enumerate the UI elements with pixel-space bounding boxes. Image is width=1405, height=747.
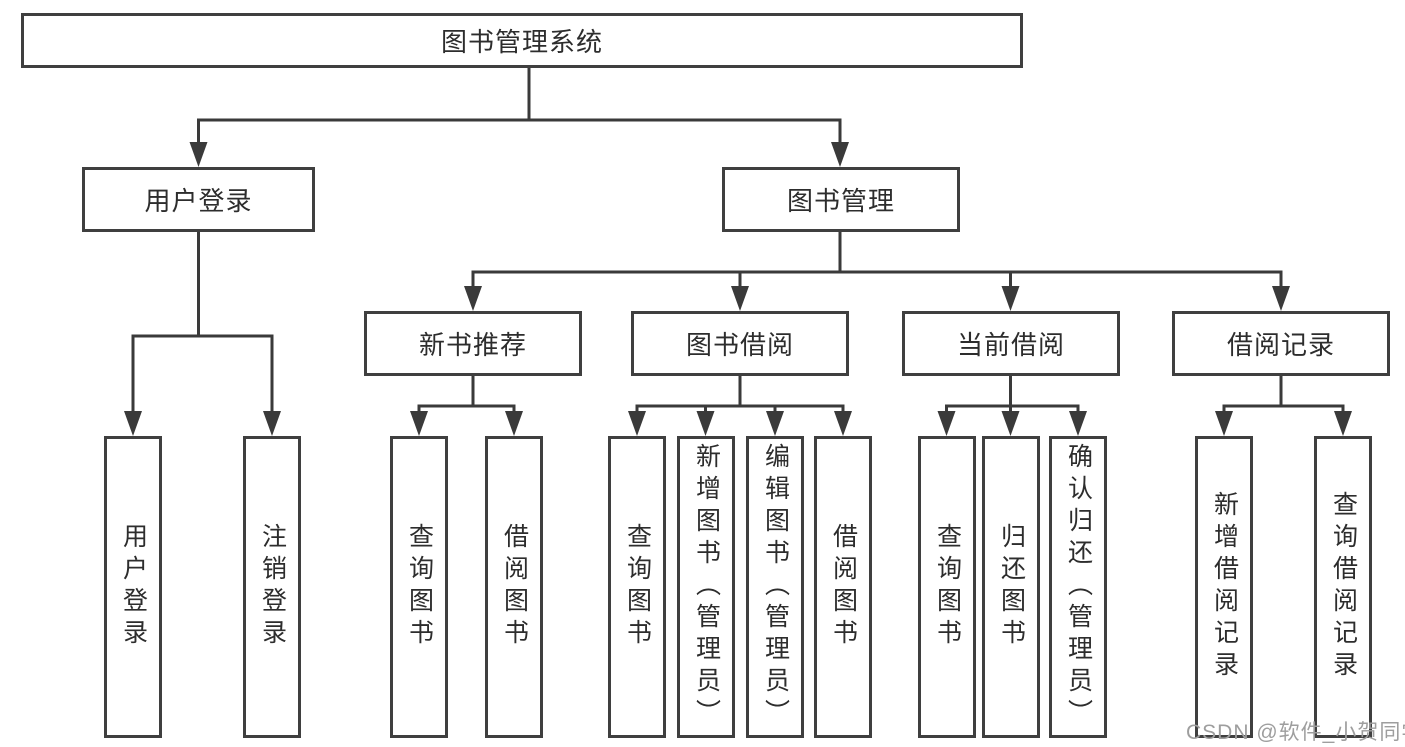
leaf-label: 查询图书: [405, 523, 434, 651]
leaf-query-books-current: 查询图书: [918, 436, 976, 738]
leaf-add-borrow-record: 新增借阅记录: [1195, 436, 1253, 738]
arrow-down-icon: [696, 411, 715, 436]
arrow-down-icon: [189, 142, 208, 167]
leaf-label: 编辑图书（管理员）: [761, 443, 790, 731]
leaf-return-books: 归还图书: [982, 436, 1040, 738]
arrow-down-icon: [628, 411, 646, 436]
arrow-down-icon: [1272, 286, 1290, 311]
arrow-down-icon: [464, 286, 482, 311]
leaf-edit-book-admin: 编辑图书（管理员）: [746, 436, 804, 738]
leaf-logout-login: 注销登录: [243, 436, 301, 738]
node-user-login: 用户登录: [82, 167, 315, 232]
connector-userlogin-branch: [131, 334, 274, 418]
arrow-down-icon: [1215, 411, 1233, 436]
leaf-label: 归还图书: [997, 523, 1026, 651]
leaf-borrow-books-borrow: 借阅图书: [814, 436, 872, 738]
leaf-label: 查询借阅记录: [1329, 491, 1358, 683]
leaf-add-book-admin: 新增图书（管理员）: [677, 436, 735, 738]
leaf-confirm-return-admin: 确认归还（管理员）: [1049, 436, 1107, 738]
leaf-label: 借阅图书: [500, 523, 529, 651]
arrow-down-icon: [937, 411, 956, 436]
arrow-down-icon: [766, 411, 784, 436]
leaf-user-login: 用户登录: [104, 436, 162, 738]
leaf-query-borrow-record: 查询借阅记录: [1314, 436, 1372, 738]
arrow-down-icon: [1334, 411, 1352, 436]
leaf-borrow-books-recommend: 借阅图书: [485, 436, 543, 738]
arrow-down-icon: [834, 411, 852, 436]
leaf-label: 注销登录: [258, 523, 287, 651]
connector-level3-branch: [471, 270, 1283, 292]
leaf-query-books-recommend: 查询图书: [390, 436, 448, 738]
arrow-down-icon: [505, 411, 523, 436]
node-new-book-recommend: 新书推荐: [364, 311, 582, 376]
leaf-label: 确认归还（管理员）: [1064, 443, 1093, 731]
arrow-down-icon: [263, 411, 281, 436]
node-current-borrow: 当前借阅: [902, 311, 1120, 376]
leaf-label: 借阅图书: [829, 523, 858, 651]
arrow-down-icon: [1069, 411, 1087, 436]
arrow-down-icon: [1001, 286, 1020, 311]
arrow-down-icon: [831, 142, 849, 167]
leaf-label: 用户登录: [119, 523, 148, 651]
arrowhead-icons: [124, 142, 1352, 436]
arrow-down-icon: [1001, 411, 1020, 436]
leaf-label: 查询图书: [623, 523, 652, 651]
leaf-label: 新增图书（管理员）: [692, 443, 721, 731]
node-book-management: 图书管理: [722, 167, 960, 232]
node-borrow-records: 借阅记录: [1172, 311, 1390, 376]
arrow-down-icon: [124, 411, 142, 436]
arrow-down-icon: [410, 411, 428, 436]
arrow-down-icon: [731, 286, 749, 311]
node-book-borrow: 图书借阅: [631, 311, 849, 376]
leaf-label: 查询图书: [933, 523, 962, 651]
leaf-label: 新增借阅记录: [1210, 491, 1239, 683]
leaf-query-books-borrow: 查询图书: [608, 436, 666, 738]
watermark: CSDN @软件_小贺同学: [1186, 721, 1405, 744]
node-root-system: 图书管理系统: [21, 13, 1023, 68]
connector-level2-branch: [197, 118, 842, 150]
